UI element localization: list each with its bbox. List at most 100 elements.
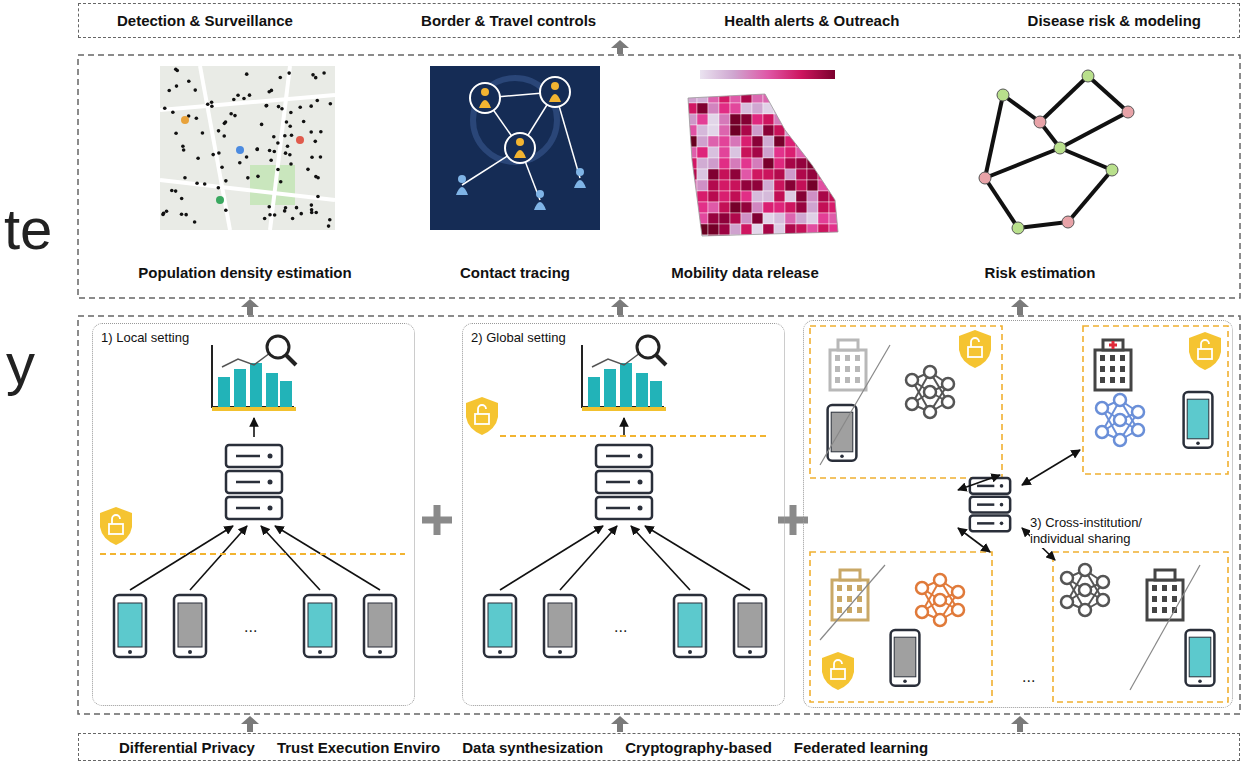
chart-line xyxy=(592,353,640,367)
county xyxy=(697,114,708,125)
hospital-icon xyxy=(830,340,866,390)
chart-bar xyxy=(604,369,616,407)
network-neuron xyxy=(1061,596,1073,608)
county xyxy=(752,92,763,103)
county xyxy=(752,224,763,235)
lock-body xyxy=(831,669,845,679)
density-dot xyxy=(201,131,205,135)
person-body xyxy=(514,150,526,158)
window xyxy=(1110,366,1115,372)
risk-edge xyxy=(1068,170,1112,222)
county xyxy=(686,136,697,147)
flow-arrow xyxy=(241,299,259,315)
county xyxy=(796,158,807,169)
server-light xyxy=(638,480,643,485)
person-body xyxy=(479,100,491,108)
lock-body xyxy=(1198,349,1212,359)
density-dot xyxy=(165,209,169,213)
window xyxy=(845,366,850,372)
density-dot xyxy=(288,124,292,128)
building-top xyxy=(838,340,858,350)
county xyxy=(719,125,730,136)
density-dot xyxy=(310,203,314,207)
map-ground xyxy=(160,66,335,230)
county xyxy=(686,158,697,169)
window xyxy=(1110,377,1115,383)
network-neuron xyxy=(1079,564,1091,576)
density-dot xyxy=(174,131,178,135)
county xyxy=(752,180,763,191)
window xyxy=(1162,585,1167,591)
county xyxy=(730,235,741,246)
county xyxy=(818,103,829,114)
county xyxy=(697,147,708,158)
density-dot xyxy=(210,100,214,104)
density-dot xyxy=(316,195,320,199)
person-head xyxy=(458,175,466,183)
density-dot xyxy=(181,145,185,149)
window xyxy=(1172,585,1177,591)
county xyxy=(719,169,730,180)
density-dot xyxy=(306,168,310,172)
density-dot xyxy=(265,104,269,108)
window xyxy=(1152,596,1157,602)
person-head xyxy=(551,82,559,90)
county xyxy=(807,202,818,213)
building xyxy=(1095,350,1131,390)
window xyxy=(835,377,840,383)
density-dot xyxy=(284,206,288,210)
band-item: Detection & Surveillance xyxy=(117,12,293,29)
chart-link xyxy=(253,418,255,437)
window xyxy=(845,377,850,383)
density-dot xyxy=(319,130,323,134)
density-dot xyxy=(256,175,260,179)
setting-panel: 2) Global setting xyxy=(462,323,785,706)
density-dot xyxy=(295,206,299,210)
phone-screen xyxy=(1189,637,1211,677)
county xyxy=(708,202,719,213)
county xyxy=(730,213,741,224)
phone-button xyxy=(498,650,502,654)
plus-sign xyxy=(422,505,452,535)
county xyxy=(807,158,818,169)
risk-edge xyxy=(985,95,1003,178)
county xyxy=(719,202,730,213)
county xyxy=(774,191,785,202)
risk-node xyxy=(1106,164,1118,176)
panel-title: 1) Local setting xyxy=(101,330,189,345)
density-dot xyxy=(298,105,302,109)
phone-icon xyxy=(484,595,516,657)
band-item: Cryptography-based xyxy=(625,739,772,756)
chart-bar xyxy=(588,377,600,407)
window xyxy=(1120,377,1125,383)
arrow-head xyxy=(611,716,629,724)
density-dot xyxy=(170,189,174,193)
county xyxy=(829,224,840,235)
network-neuron xyxy=(942,378,954,390)
phone-body xyxy=(828,405,857,461)
county xyxy=(796,114,807,125)
data-arrow xyxy=(958,475,1000,490)
county xyxy=(741,202,752,213)
arrow-head xyxy=(1011,299,1029,307)
person-body xyxy=(574,180,586,188)
magnifier-lens xyxy=(637,336,659,358)
county xyxy=(796,213,807,224)
county xyxy=(730,114,741,125)
county xyxy=(818,147,829,158)
network-neuron xyxy=(952,586,964,598)
density-dot xyxy=(291,217,295,221)
county xyxy=(807,235,818,246)
chart-base xyxy=(212,407,296,411)
county xyxy=(807,213,818,224)
density-dot xyxy=(268,213,272,217)
county xyxy=(708,92,719,103)
county xyxy=(763,125,774,136)
arrow-stem xyxy=(1017,723,1023,732)
county xyxy=(697,213,708,224)
county xyxy=(730,125,741,136)
county xyxy=(818,235,829,246)
slide-text: te xyxy=(4,195,52,262)
density-dot xyxy=(245,72,249,76)
